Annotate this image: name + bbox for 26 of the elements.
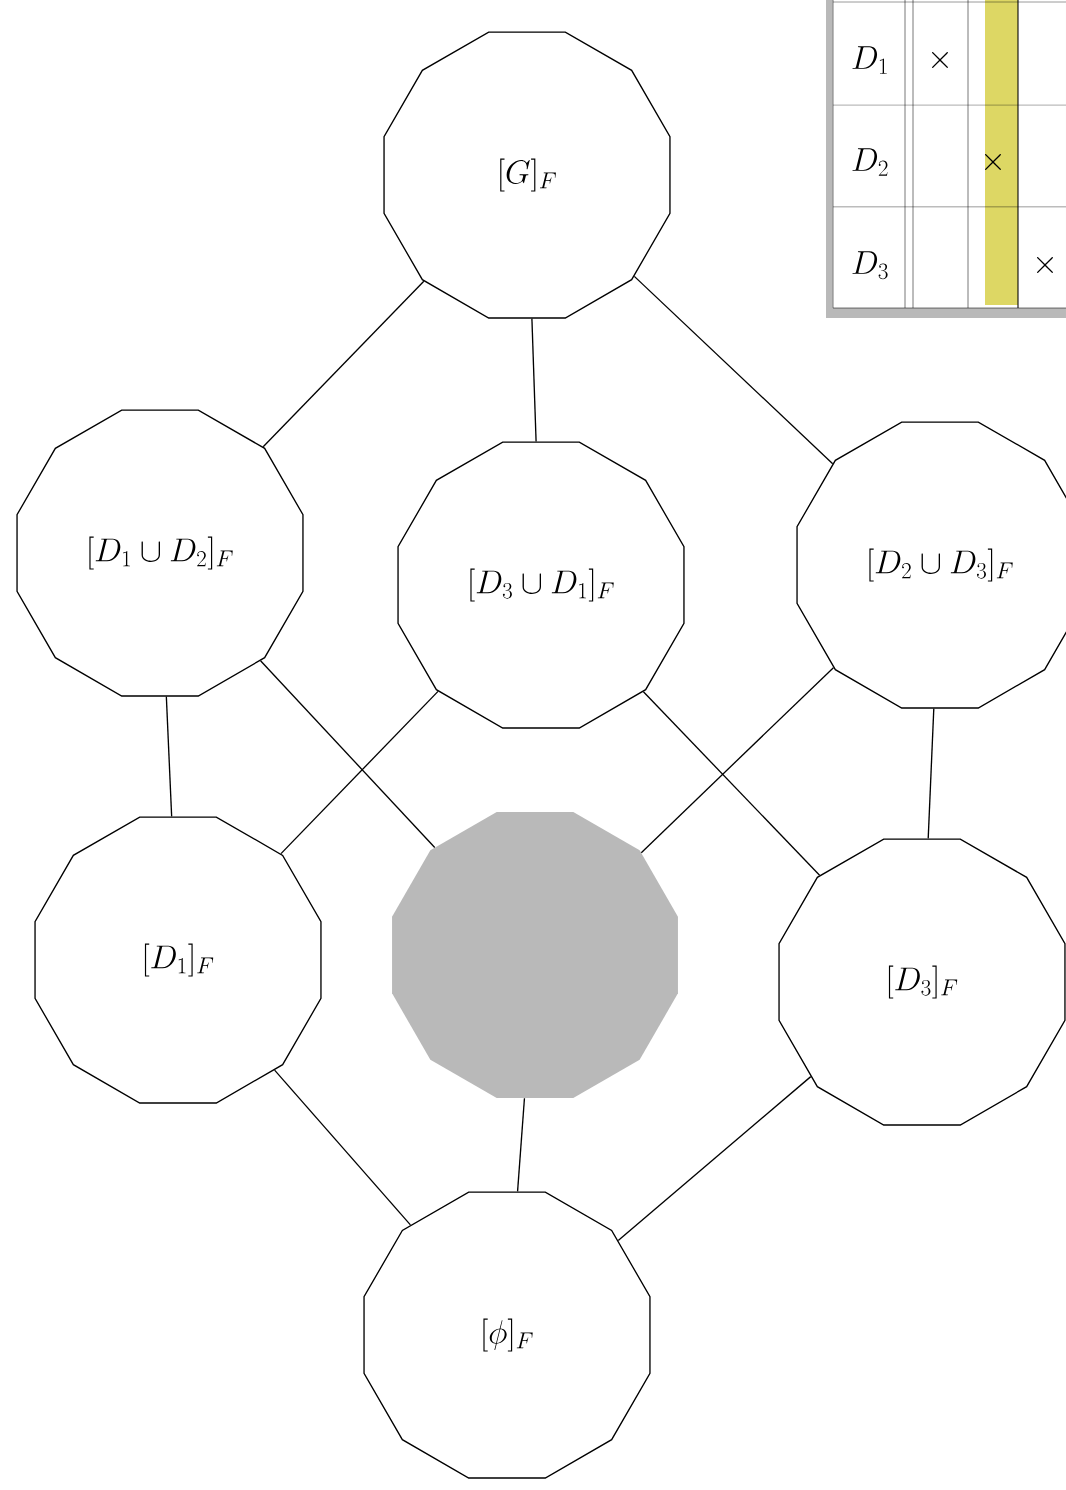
connector-line (165, 695, 173, 818)
table-cell: $D_2$ (852, 148, 888, 176)
connector-line (642, 691, 821, 876)
connector-line (633, 275, 834, 465)
lattice-node: $[D_1]_F$ (34, 816, 322, 1104)
connector-line (640, 667, 835, 854)
shaded-node (392, 812, 678, 1098)
connector-line (927, 707, 935, 840)
connector-line (531, 317, 537, 443)
lattice-node: $[D_2 \cup D_3]_F$ (796, 421, 1066, 709)
lattice-node: $[G]_F$ (383, 31, 671, 319)
lattice-node: $[D_3]_F$ (778, 838, 1066, 1126)
table-cell: $D_3$ (852, 251, 888, 280)
table-cell: $\times$ (1036, 257, 1053, 273)
table-cell: $D_1$ (852, 46, 887, 74)
connector-line (262, 280, 425, 448)
connector-line (280, 690, 439, 855)
lattice-node: $[\phi]_F$ (363, 1191, 651, 1479)
table-cell: $\times$ (931, 52, 948, 68)
connector-line (259, 660, 436, 849)
lattice-node: $[D_1 \cup D_2]_F$ (16, 409, 304, 697)
connector-line (617, 1075, 812, 1242)
table-cell: $\times$ (984, 154, 1001, 170)
connector-line (516, 1097, 526, 1193)
connector-line (273, 1069, 412, 1226)
lattice-node: $[D_3 \cup D_1]_F$ (397, 441, 685, 729)
